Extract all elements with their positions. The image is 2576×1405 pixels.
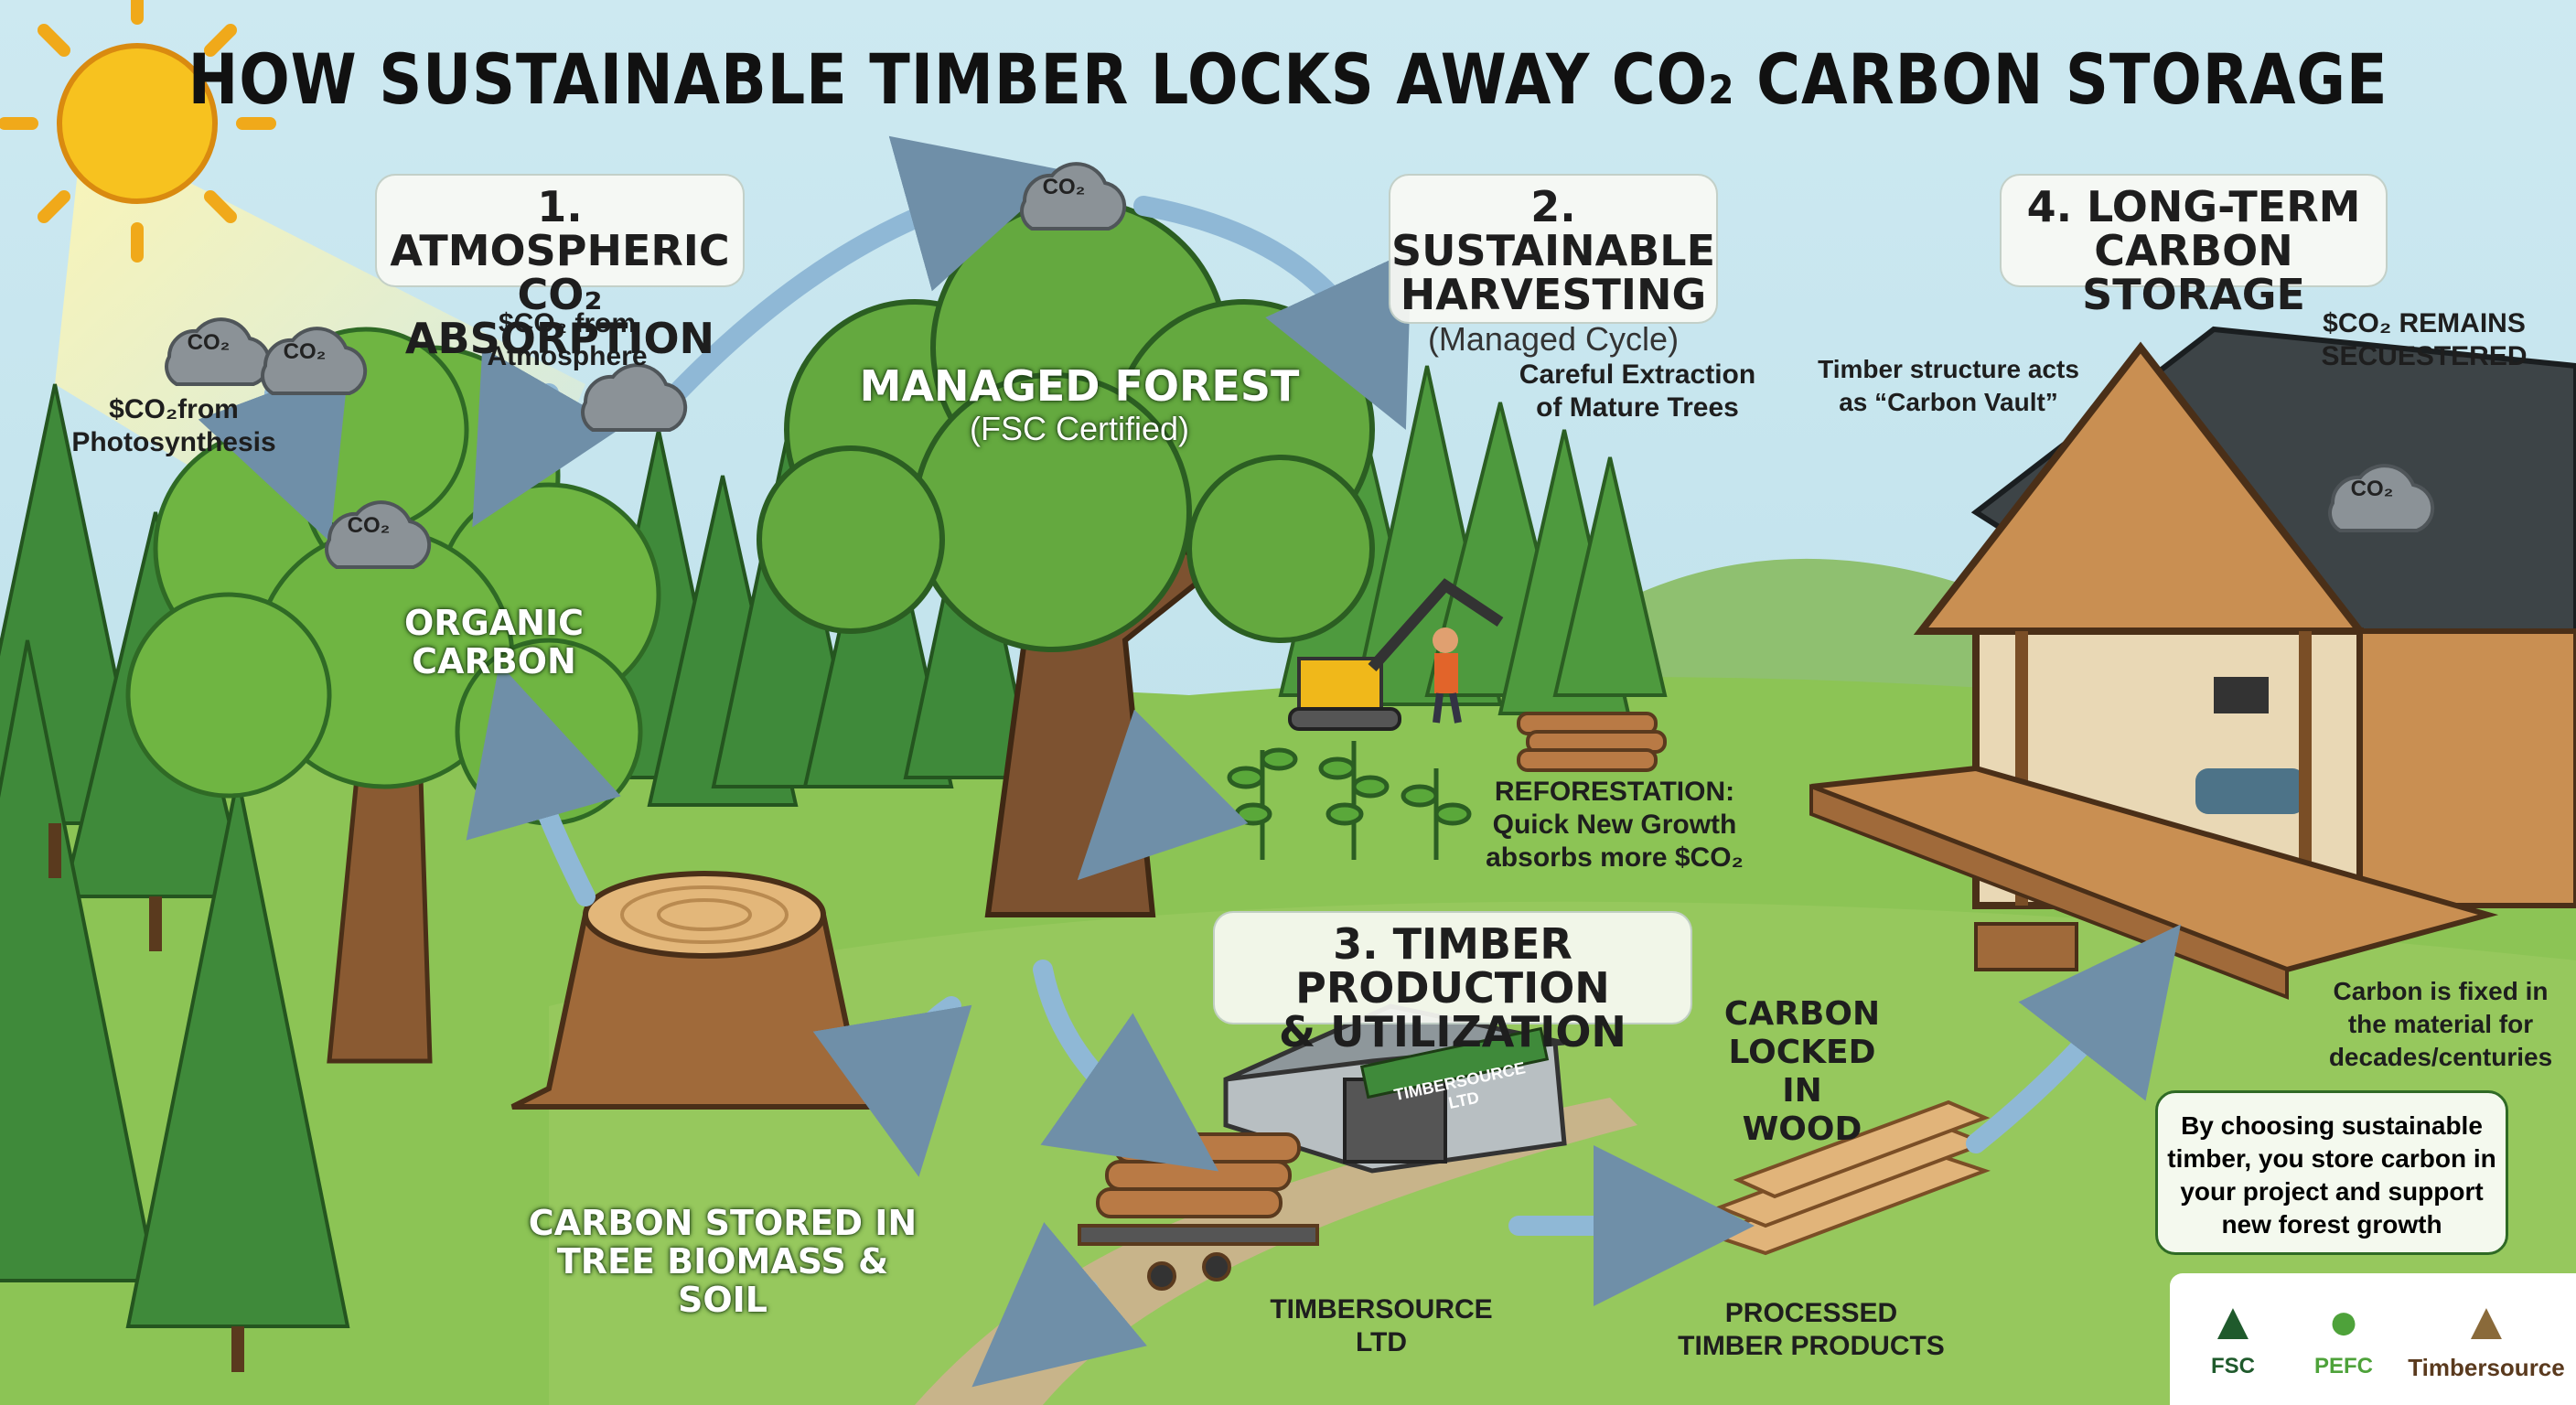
- sawmill-building: [1223, 1003, 1567, 1174]
- timbersource-line2: LTD: [1355, 1327, 1408, 1357]
- co2-label: CO₂: [284, 339, 327, 364]
- carbon-vault-line2: as “Carbon Vault”: [1839, 388, 2058, 416]
- step-1-box: 1. ATMOSPHERIC CO₂ ABSORPTION: [375, 174, 745, 360]
- processed-line1: PROCESSED: [1724, 1298, 1898, 1328]
- excavator-icon: [1288, 578, 1504, 731]
- co2-label: CO₂: [2351, 477, 2394, 501]
- tree-stump: [510, 871, 898, 1110]
- lumber-stack: [1705, 1099, 1991, 1256]
- co2-label: CO₂: [348, 513, 391, 538]
- step-2-box: 2. SUSTAINABLE HARVESTING (Managed Cycle…: [1389, 174, 1718, 358]
- step-2-title-line1: 2. SUSTAINABLE: [1390, 182, 1716, 275]
- carbon-vault-line1: Timber structure acts: [1818, 355, 2079, 383]
- managed-forest-title: MANAGED FOREST: [859, 361, 1300, 411]
- step-3-title-line1: 3. TIMBER PRODUCTION: [1295, 919, 1610, 1013]
- biomass-label: CARBON STORED IN TREE BIOMASS & SOIL: [521, 1204, 924, 1319]
- carbon-fixed-line1: Carbon is fixed in: [2333, 977, 2549, 1005]
- fsc-logo-text: FSC: [2211, 1354, 2255, 1378]
- carbon-locked-label: CARBON LOCKED IN WOOD: [1711, 995, 1894, 1149]
- carbon-fixed-label: Carbon is fixed in the material for deca…: [2314, 975, 2567, 1074]
- flow-arrows: [198, 135, 2182, 1388]
- step-2-subtitle: (Managed Cycle): [1427, 320, 1680, 358]
- careful-extraction-label: Careful Extraction of Mature Trees: [1519, 359, 1756, 424]
- fsc-logo: ▲ FSC: [2183, 1290, 2283, 1379]
- from-atmosphere-label: $CO₂ from Atmosphere: [476, 307, 659, 373]
- step-1-title-line2: CO₂ ABSORPTION: [404, 270, 715, 363]
- reforestation-line3: absorbs more $CO₂: [1486, 842, 1744, 873]
- step-4-box: 4. LONG-TERM CARBON STORAGE: [2000, 174, 2388, 316]
- step-2-title-line2: HARVESTING: [1400, 270, 1707, 319]
- from-atmosphere-line1: $CO₂ from: [498, 308, 636, 338]
- fsc-certified-label: (FSC Certified): [969, 410, 1190, 447]
- step-4-title-line2: CARBON STORAGE: [2082, 226, 2305, 319]
- carbon-fixed-line3: decades/centuries: [2328, 1043, 2553, 1071]
- step-3-box: 3. TIMBER PRODUCTION & UTILIZATION: [1213, 911, 1692, 1054]
- from-atmosphere-line2: Atmosphere: [487, 341, 648, 371]
- logo-strip: ▲ FSC ● PEFC ▲ Timbersource: [2170, 1273, 2576, 1405]
- pefc-logo-text: PEFC: [2313, 1354, 2373, 1378]
- step-4-title-line1: 4. LONG-TERM: [2026, 182, 2361, 231]
- carbon-fixed-line2: the material for: [2347, 1010, 2534, 1038]
- remains-sequestered-label: $CO₂ REMAINS SECUESTERED: [2305, 307, 2543, 373]
- timbersource-logo: ▲ Timbersource: [2404, 1290, 2569, 1382]
- page-title: HOW SUSTAINABLE TIMBER LOCKS AWAY CO₂ CA…: [188, 38, 2388, 120]
- organic-carbon-line2: CARBON: [412, 641, 576, 681]
- timbersource-emblem-icon: ▲: [2460, 1292, 2513, 1351]
- choose-line1: By choosing sustainable: [2181, 1111, 2483, 1140]
- log-pile: [1517, 712, 1667, 772]
- from-photosynthesis-line2: Photosynthesis: [71, 427, 276, 457]
- timber-house: [1809, 326, 2576, 1000]
- remains-line1: $CO₂ REMAINS: [2323, 308, 2526, 338]
- from-photosynthesis-label: $CO₂from Photosynthesis: [64, 393, 284, 459]
- reforestation-line2: Quick New Growth: [1492, 810, 1737, 840]
- co2-clouds: [165, 162, 2435, 569]
- worker-icon: [1433, 627, 1462, 724]
- timbersource-line1: TIMBERSOURCE: [1270, 1294, 1493, 1325]
- choose-line4: new forest growth: [2221, 1210, 2442, 1239]
- biomass-line1: CARBON STORED IN: [528, 1203, 918, 1243]
- carbon-locked-line1: CARBON: [1723, 995, 1881, 1033]
- reforestation-label: REFORESTATION: Quick New Growth absorbs …: [1482, 776, 1747, 874]
- carbon-vault-label: Timber structure acts as “Carbon Vault”: [1811, 353, 2086, 419]
- fsc-tree-icon: ▲: [2206, 1292, 2259, 1351]
- organic-carbon-label: ORGANIC CARBON: [402, 604, 585, 681]
- timbersource-logo-text: Timbersource: [2408, 1354, 2565, 1381]
- co2-label: CO₂: [1043, 175, 1086, 199]
- processed-line2: TIMBER PRODUCTS: [1678, 1331, 1945, 1361]
- pefc-leaf-icon: ●: [2327, 1292, 2360, 1351]
- careful-extraction-line1: Careful Extraction: [1519, 359, 1756, 390]
- seedlings: [1227, 741, 1472, 860]
- carbon-locked-line2: LOCKED IN: [1728, 1034, 1876, 1110]
- choose-line3: your project and support: [2180, 1177, 2484, 1206]
- pefc-logo: ● PEFC: [2289, 1290, 2399, 1379]
- careful-extraction-line2: of Mature Trees: [1536, 392, 1739, 423]
- biomass-line2: TREE BIOMASS & SOIL: [556, 1241, 889, 1320]
- choose-sustainable-box: By choosing sustainable timber, you stor…: [2155, 1090, 2508, 1255]
- choose-line2: timber, you store carbon in: [2167, 1144, 2496, 1173]
- processed-timber-label: PROCESSED TIMBER PRODUCTS: [1665, 1297, 1958, 1363]
- step-3-title-line2: & UTILIZATION: [1279, 1007, 1626, 1056]
- step-1-title-line1: 1. ATMOSPHERIC: [390, 182, 730, 275]
- remains-line2: SECUESTERED: [2321, 341, 2528, 371]
- from-photosynthesis-line1: $CO₂from: [109, 394, 239, 424]
- reforestation-line1: REFORESTATION:: [1494, 777, 1735, 807]
- carbon-locked-line3: WOOD: [1742, 1110, 1862, 1148]
- managed-forest-label: MANAGED FOREST (FSC Certified): [851, 362, 1308, 448]
- timbersource-label: TIMBERSOURCE LTD: [1253, 1293, 1509, 1359]
- organic-carbon-line1: ORGANIC: [404, 603, 584, 643]
- co2-label: CO₂: [188, 330, 231, 355]
- sun-icon: [0, 0, 276, 263]
